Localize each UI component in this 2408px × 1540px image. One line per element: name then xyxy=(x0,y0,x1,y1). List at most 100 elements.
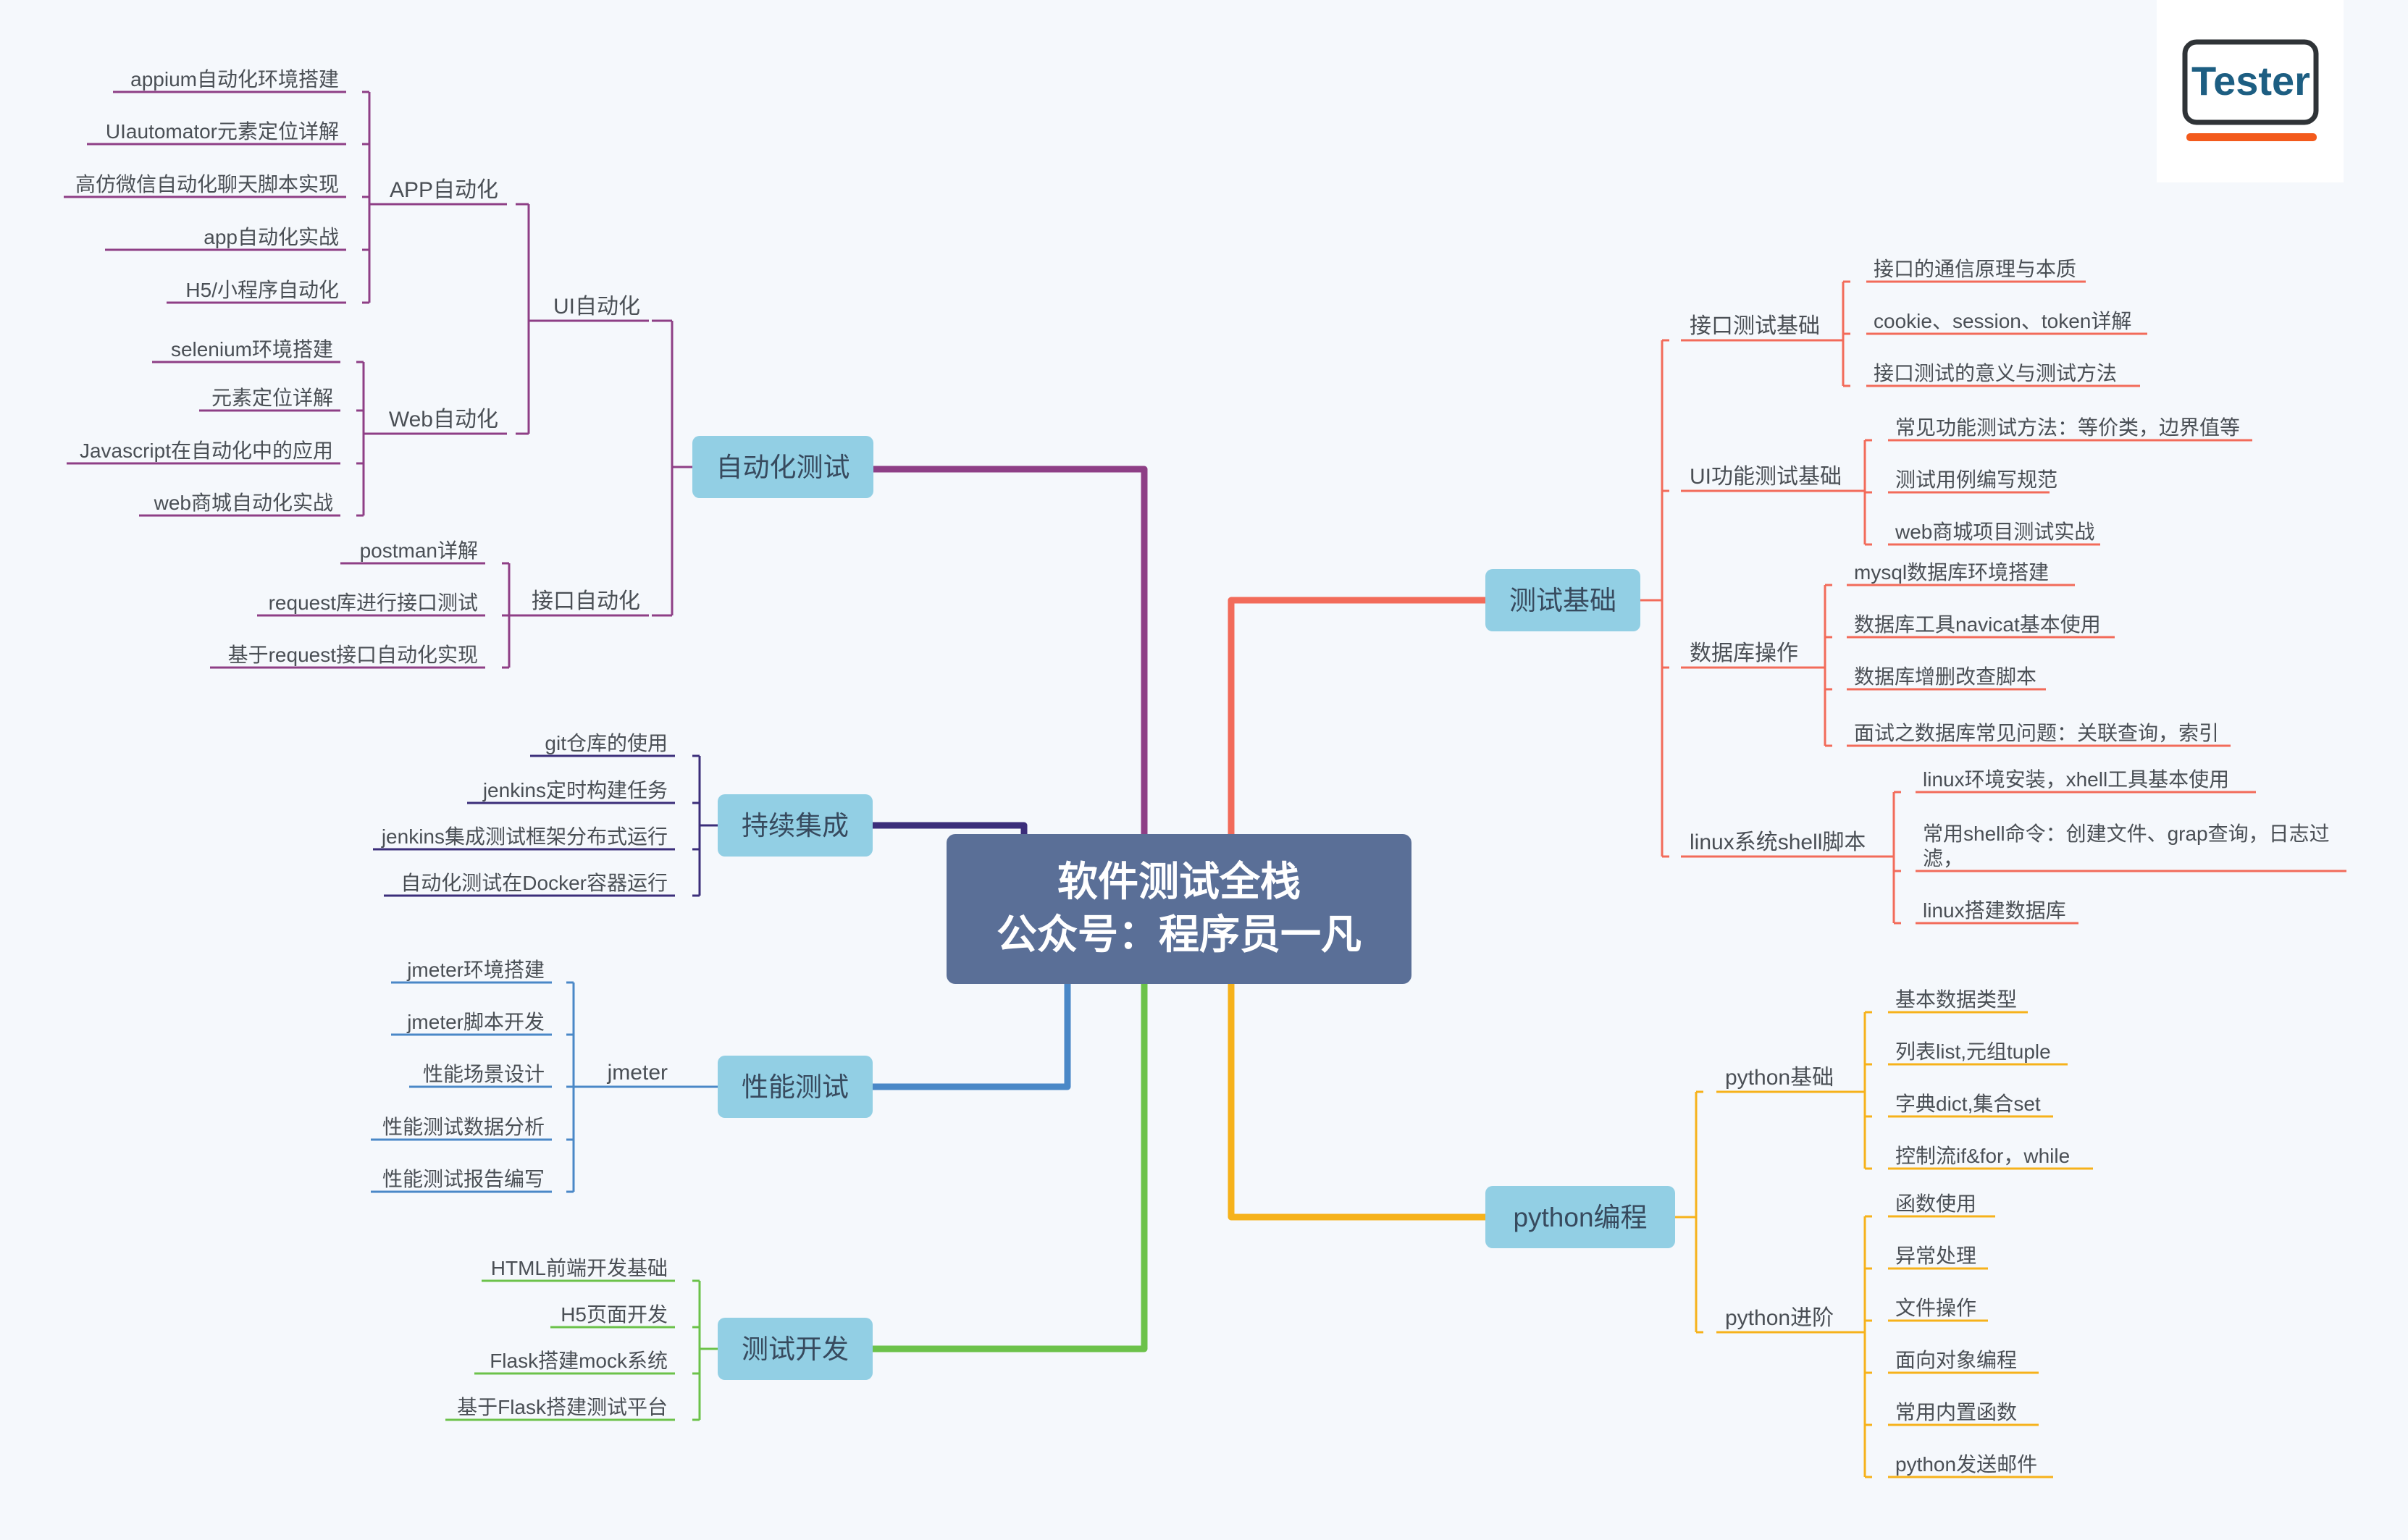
leaf-basics-1-2[interactable]: web商城项目测试实战 xyxy=(1888,521,2100,546)
leaf-web-1[interactable]: 元素定位详解 xyxy=(199,387,340,412)
leaf-web-0[interactable]: selenium环境搭建 xyxy=(152,338,340,363)
leaf-dev-3[interactable]: 基于Flask搭建测试平台 xyxy=(445,1396,675,1421)
logo-text: Tester xyxy=(2191,58,2310,104)
branch-perf-label: 性能测试 xyxy=(742,1072,849,1102)
leaf-basics-1-1[interactable]: 测试用例编写规范 xyxy=(1888,468,2057,494)
leaf-jmeter-3-label: 性能测试数据分析 xyxy=(382,1116,545,1138)
leaf-api-1[interactable]: request库进行接口测试 xyxy=(257,592,485,617)
branch-perf[interactable]: 性能测试 xyxy=(718,1056,873,1118)
root-subtitle: 公众号：程序员一凡 xyxy=(997,912,1362,957)
leaf-dev-0[interactable]: HTML前端开发基础 xyxy=(482,1257,675,1282)
group-basics-3[interactable]: linux系统shell脚本 xyxy=(1681,830,1866,858)
leaf-python-basic-2[interactable]: 字典dict,集合set xyxy=(1888,1093,2053,1118)
trunk-connector xyxy=(1228,597,1486,834)
leaf-dev-0-label: HTML前端开发基础 xyxy=(491,1257,668,1279)
root-title: 软件测试全栈 xyxy=(1057,859,1301,904)
leaf-ci-0[interactable]: git仓库的使用 xyxy=(530,732,675,757)
branch-basics-box xyxy=(1485,569,1640,631)
leaf-web-0-label: selenium环境搭建 xyxy=(171,338,333,361)
leaf-basics-3-0[interactable]: linux环境安装，xhell工具基本使用 xyxy=(1916,768,2256,794)
leaf-python-adv-5[interactable]: python发送邮件 xyxy=(1888,1453,2053,1478)
leaf-app-0-label: appium自动化环境搭建 xyxy=(130,68,339,91)
leaf-app-4[interactable]: H5/小程序自动化 xyxy=(167,279,346,304)
group-web-automation-label: Web自动化 xyxy=(389,408,498,432)
branch-basics[interactable]: 测试基础 xyxy=(1485,569,1640,631)
group-web-automation[interactable]: Web自动化 xyxy=(385,408,507,435)
leaf-python-adv-2-label: 文件操作 xyxy=(1895,1297,1976,1319)
leaf-app-4-label: H5/小程序自动化 xyxy=(185,279,339,301)
leaf-jmeter-4[interactable]: 性能测试报告编写 xyxy=(371,1168,552,1193)
leaf-python-basic-0[interactable]: 基本数据类型 xyxy=(1888,988,2028,1014)
trunk-connector xyxy=(873,984,1071,1090)
leaf-basics-0-0[interactable]: 接口的通信原理与本质 xyxy=(1866,258,2086,283)
group-basics-2-label: 数据库操作 xyxy=(1690,641,1798,665)
leaf-jmeter-0-label: jmeter环境搭建 xyxy=(406,959,545,981)
leaf-dev-1[interactable]: H5页面开发 xyxy=(550,1303,675,1329)
trunk-connector xyxy=(873,984,1148,1352)
group-python-basics[interactable]: python基础 xyxy=(1716,1066,1865,1093)
leaf-jmeter-2-label: 性能场景设计 xyxy=(423,1063,545,1085)
leaf-jmeter-3[interactable]: 性能测试数据分析 xyxy=(371,1116,552,1141)
leaf-jmeter-0[interactable]: jmeter环境搭建 xyxy=(391,959,552,984)
leaf-basics-3-1-label: 常用shell命令：创建文件、grap查询，日志过 xyxy=(1923,822,2330,845)
leaf-python-basic-3[interactable]: 控制流if&for，while xyxy=(1888,1145,2093,1170)
connector-lines xyxy=(356,91,1901,1478)
leaf-app-2[interactable]: 高仿微信自动化聊天脚本实现 xyxy=(64,173,346,198)
leaf-python-basic-1[interactable]: 列表list,元组tuple xyxy=(1888,1040,2068,1066)
leaf-basics-3-2[interactable]: linux搭建数据库 xyxy=(1916,899,2078,925)
leaf-python-adv-4[interactable]: 常用内置函数 xyxy=(1888,1401,2039,1426)
leaf-basics-0-2[interactable]: 接口测试的意义与测试方法 xyxy=(1866,362,2140,387)
group-app-automation[interactable]: APP自动化 xyxy=(390,178,507,206)
leaf-jmeter-1[interactable]: jmeter脚本开发 xyxy=(391,1011,552,1036)
leaf-basics-2-2[interactable]: 数据库增删改查脚本 xyxy=(1847,665,2046,691)
branch-ci-box xyxy=(718,794,873,857)
leaf-python-adv-0[interactable]: 函数使用 xyxy=(1888,1192,1995,1218)
leaf-basics-1-1-label: 测试用例编写规范 xyxy=(1895,468,2057,491)
branch-dev[interactable]: 测试开发 xyxy=(718,1318,873,1380)
branch-dev-label: 测试开发 xyxy=(742,1334,849,1364)
branch-ci[interactable]: 持续集成 xyxy=(718,794,873,857)
leaf-python-adv-3[interactable]: 面向对象编程 xyxy=(1888,1349,2039,1374)
leaf-api-0-label: postman详解 xyxy=(360,539,478,562)
leaf-api-2[interactable]: 基于request接口自动化实现 xyxy=(210,644,485,669)
leaf-app-3[interactable]: app自动化实战 xyxy=(105,226,346,251)
group-api-automation[interactable]: 接口自动化 xyxy=(532,589,649,617)
group-jmeter[interactable]: jmeter xyxy=(579,1061,676,1088)
group-basics-0[interactable]: 接口测试基础 xyxy=(1681,314,1843,342)
group-basics-2[interactable]: 数据库操作 xyxy=(1681,641,1825,669)
group-ui-automation[interactable]: UI自动化 xyxy=(553,295,649,322)
branch-python[interactable]: python编程 xyxy=(1485,1186,1675,1248)
leaf-jmeter-2[interactable]: 性能场景设计 xyxy=(409,1063,552,1088)
group-basics-1[interactable]: UI功能测试基础 xyxy=(1681,465,1843,492)
leaf-app-0[interactable]: appium自动化环境搭建 xyxy=(113,68,346,93)
group-python-advanced-label: python进阶 xyxy=(1725,1306,1834,1330)
trunk-connector xyxy=(873,466,1148,834)
leaf-basics-0-2-label: 接口测试的意义与测试方法 xyxy=(1874,362,2117,384)
leaf-ci-2[interactable]: jenkins集成测试框架分布式运行 xyxy=(373,825,675,851)
root-node[interactable]: 软件测试全栈 公众号：程序员一凡 xyxy=(947,834,1411,984)
leaf-basics-2-0[interactable]: mysql数据库环境搭建 xyxy=(1847,561,2075,586)
leaf-dev-1-label: H5页面开发 xyxy=(561,1303,668,1326)
branch-auto[interactable]: 自动化测试 xyxy=(692,436,873,498)
leaf-web-2[interactable]: Javascript在自动化中的应用 xyxy=(67,439,340,465)
leaf-app-1[interactable]: UIautomator元素定位详解 xyxy=(87,120,346,146)
leaf-web-3[interactable]: web商城自动化实战 xyxy=(139,492,340,517)
leaf-api-0[interactable]: postman详解 xyxy=(340,539,485,565)
leaf-basics-2-3[interactable]: 面试之数据库常见问题：关联查询，索引 xyxy=(1847,722,2231,747)
leaf-basics-3-0-label: linux环境安装，xhell工具基本使用 xyxy=(1923,768,2229,791)
group-python-advanced[interactable]: python进阶 xyxy=(1716,1306,1865,1334)
leaf-python-adv-1[interactable]: 异常处理 xyxy=(1888,1245,1988,1270)
leaf-basics-2-1[interactable]: 数据库工具navicat基本使用 xyxy=(1847,613,2115,639)
leaf-basics-1-2-label: web商城项目测试实战 xyxy=(1895,521,2094,543)
leaf-basics-1-0[interactable]: 常见功能测试方法：等价类，边界值等 xyxy=(1888,416,2252,442)
leaf-basics-0-1[interactable]: cookie、session、token详解 xyxy=(1866,310,2147,335)
leaf-ci-1[interactable]: jenkins定时构建任务 xyxy=(467,779,675,804)
leaf-python-adv-2[interactable]: 文件操作 xyxy=(1888,1297,1988,1322)
leaf-dev-2[interactable]: Flask搭建mock系统 xyxy=(474,1350,675,1375)
branch-dev-box xyxy=(718,1318,873,1380)
branch-ci-label: 持续集成 xyxy=(742,811,849,841)
group-jmeter-label: jmeter xyxy=(607,1061,668,1085)
leaf-basics-2-1-label: 数据库工具navicat基本使用 xyxy=(1854,613,2101,636)
leaf-ci-3[interactable]: 自动化测试在Docker容器运行 xyxy=(384,872,675,897)
